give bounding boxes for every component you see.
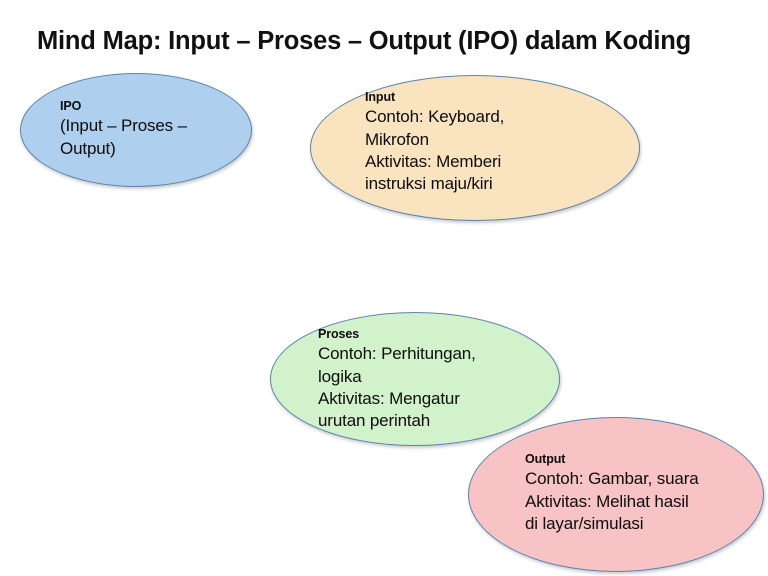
mindmap-node-ipo-header: IPO [60, 99, 82, 113]
mindmap-node-output[interactable] [468, 417, 764, 572]
mindmap-node-input-header: Input [365, 90, 396, 104]
mindmap-node-proses-body: Contoh: Perhitungan, logika Aktivitas: M… [318, 344, 476, 431]
mindmap-node-proses[interactable] [270, 312, 560, 446]
mindmap-node-proses-header: Proses [318, 327, 360, 341]
mindmap-node-input[interactable] [310, 75, 640, 221]
mindmap-node-output-text: Output Contoh: Gambar, suara Aktivitas: … [525, 450, 768, 535]
mindmap-node-output-header: Output [525, 452, 566, 466]
page-title: Mind Map: Input – Proses – Output (IPO) … [37, 27, 692, 55]
mindmap-node-ipo-text: IPO (Input – Proses – Output) [60, 97, 250, 160]
mindmap-node-ipo-body: (Input – Proses – Output) [60, 116, 187, 158]
mindmap-node-proses-text: Proses Contoh: Perhitungan, logika Aktiv… [318, 325, 568, 433]
mindmap-node-ipo[interactable] [20, 73, 252, 187]
mindmap-node-input-body: Contoh: Keyboard, Mikrofon Aktivitas: Me… [365, 107, 505, 194]
mindmap-node-input-text: Input Contoh: Keyboard, Mikrofon Aktivit… [365, 88, 635, 196]
mindmap-node-output-body: Contoh: Gambar, suara Aktivitas: Melihat… [525, 469, 699, 533]
